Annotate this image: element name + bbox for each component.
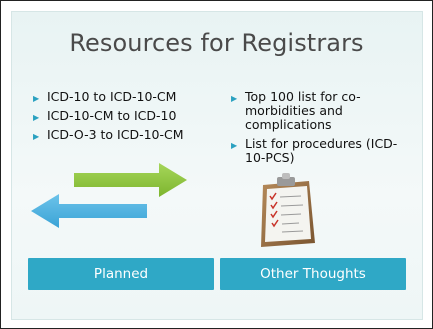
bullet-text: ICD-O-3 to ICD-10-CM	[47, 127, 184, 142]
arrow-right-icon	[74, 163, 187, 197]
triangle-right-icon: ▶	[231, 141, 238, 150]
arrow-left-icon	[31, 194, 147, 228]
bullet-item: ▶ Top 100 list for co-morbidities and co…	[231, 90, 401, 132]
bullet-text: List for procedures (ICD-10-PCS)	[245, 136, 398, 165]
triangle-right-icon: ▶	[33, 113, 40, 122]
bullet-text: ICD-10-CM to ICD-10	[47, 108, 177, 123]
other-thoughts-button-label: Other Thoughts	[260, 266, 366, 282]
clipboard-checklist-icon	[261, 173, 315, 247]
triangle-right-icon: ▶	[33, 94, 40, 103]
bullet-item: ▶ ICD-10 to ICD-10-CM	[33, 90, 223, 104]
planned-button-label: Planned	[93, 266, 149, 282]
triangle-right-icon: ▶	[33, 132, 40, 141]
bullet-text: Top 100 list for co-morbidities and comp…	[245, 89, 361, 132]
bullet-item: ▶ ICD-10-CM to ICD-10	[33, 109, 223, 123]
bullet-text: ICD-10 to ICD-10-CM	[47, 89, 177, 104]
planned-button[interactable]: Planned	[28, 258, 214, 290]
other-thoughts-button[interactable]: Other Thoughts	[220, 258, 406, 290]
right-bullet-list: ▶ Top 100 list for co-morbidities and co…	[231, 90, 401, 170]
slide-title: Resources for Registrars	[69, 29, 364, 57]
bullet-item: ▶ List for procedures (ICD-10-PCS)	[231, 137, 401, 165]
bullet-item: ▶ ICD-O-3 to ICD-10-CM	[33, 128, 223, 142]
left-bullet-list: ▶ ICD-10 to ICD-10-CM ▶ ICD-10-CM to ICD…	[33, 90, 223, 147]
triangle-right-icon: ▶	[231, 94, 238, 103]
